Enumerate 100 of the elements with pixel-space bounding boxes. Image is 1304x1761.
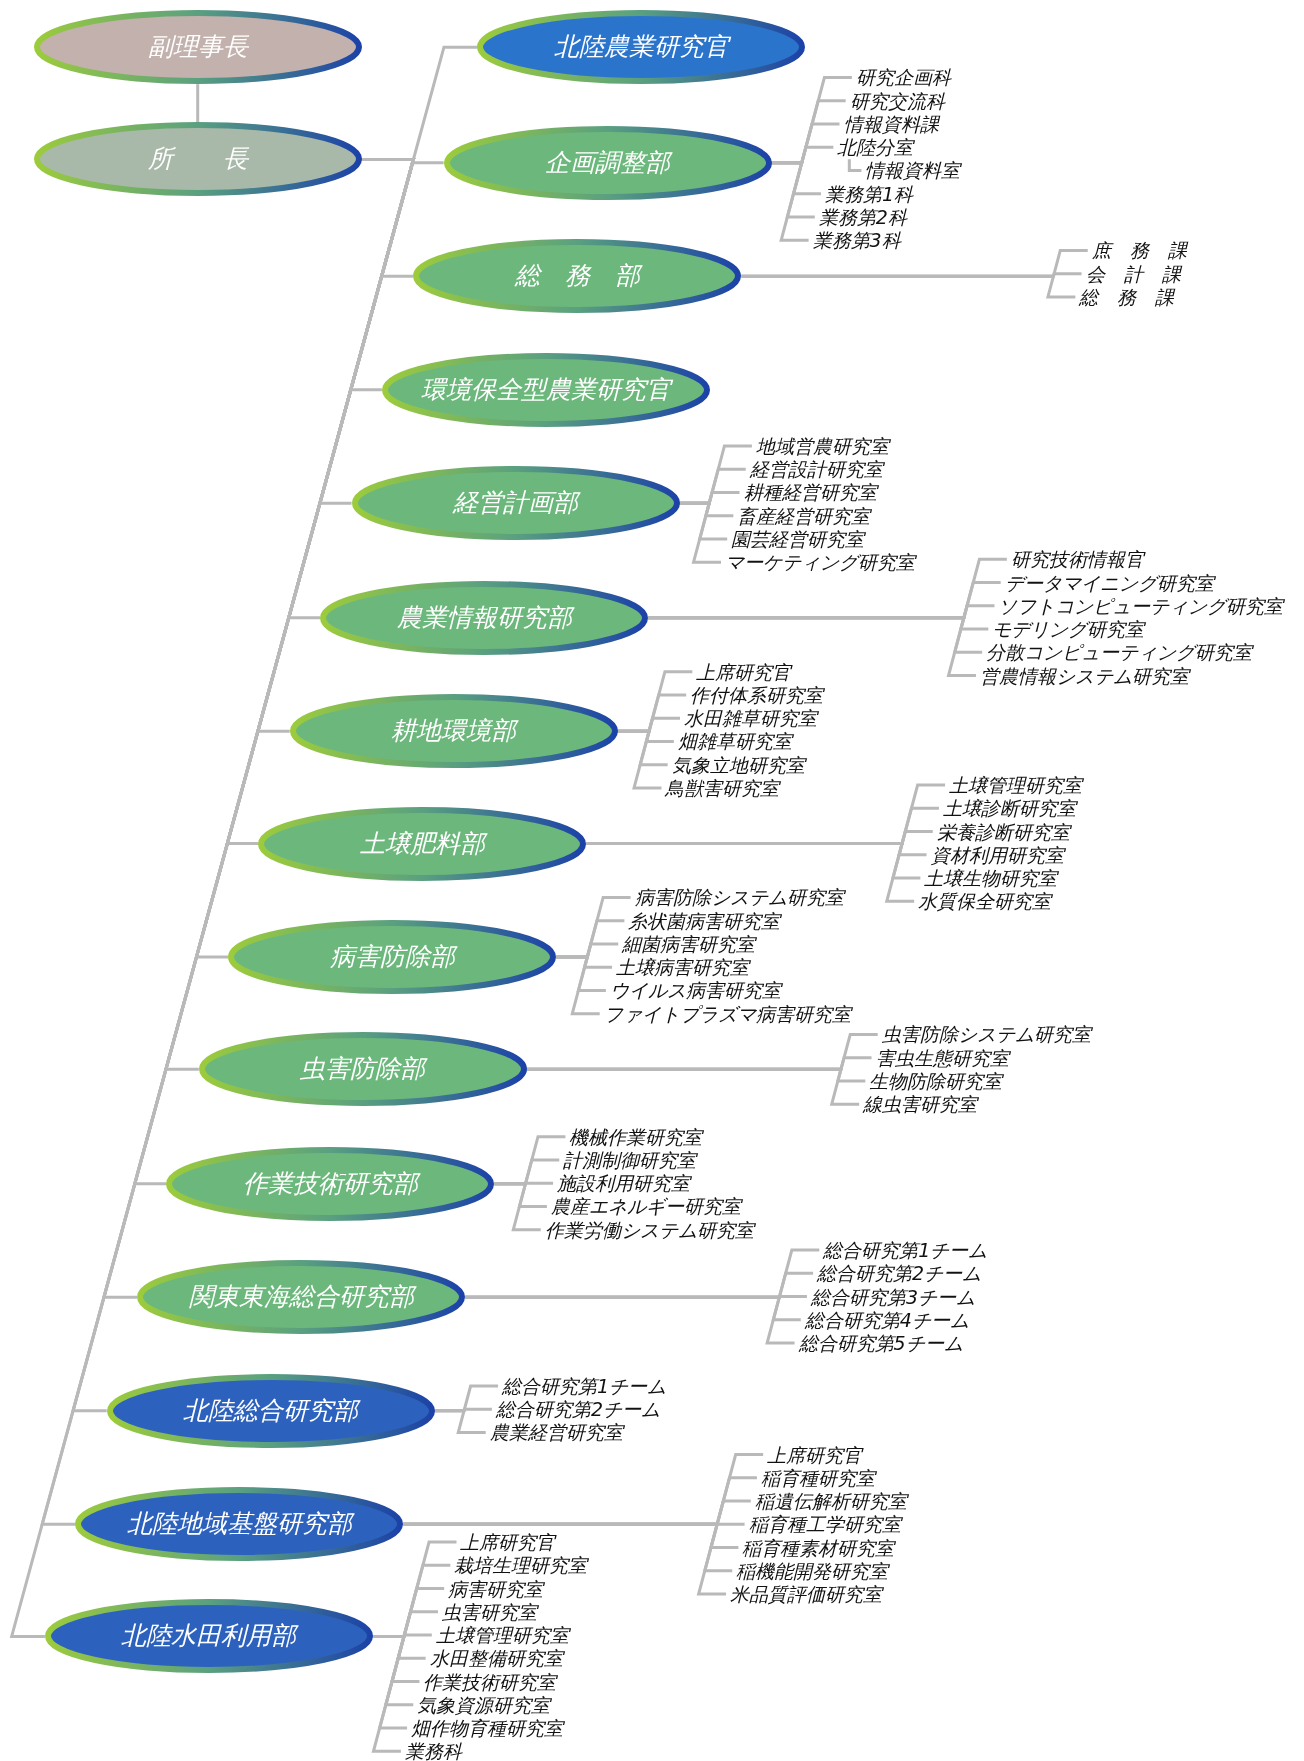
section-label: 業務第2科 xyxy=(818,205,907,229)
section-label: 土壌管理研究室 xyxy=(435,1623,569,1648)
section-label: 施設利用研究室 xyxy=(557,1171,691,1196)
section-label: 細菌病害研究室 xyxy=(622,931,756,956)
section-label: 土壌病害研究室 xyxy=(616,955,750,980)
section-label: 稲機能開発研究室 xyxy=(736,1558,889,1583)
section-label: マーケティング研究室 xyxy=(725,550,915,575)
section-label: 会 計 課 xyxy=(1085,261,1181,286)
section-label: 作付体系研究室 xyxy=(690,682,824,707)
section-label: 総合研究第4チーム xyxy=(804,1307,969,1332)
section-label: 情報資料室 xyxy=(865,158,961,183)
section-label: 総 務 課 xyxy=(1079,284,1175,309)
section-label: 分散コンピューティング研究室 xyxy=(986,640,1253,665)
section-label: 作業技術研究室 xyxy=(423,1669,557,1694)
section-label: 北陸分室 xyxy=(837,135,914,160)
section-label: 糸状菌病害研究室 xyxy=(628,908,781,933)
section-label: 農産エネルギー研究室 xyxy=(550,1194,741,1219)
section-label: 総合研究第1チーム xyxy=(502,1374,667,1398)
section-label: 機械作業研究室 xyxy=(569,1124,703,1149)
section-label: 気象立地研究室 xyxy=(671,752,805,777)
section-label: 稲育種研究室 xyxy=(760,1465,875,1490)
section-label: 土壌管理研究室 xyxy=(949,773,1083,798)
section-label: 計測制御研究室 xyxy=(563,1147,697,1172)
unit-name: 農業情報研究部 xyxy=(320,602,649,633)
section-label: ファイトプラズマ病害研究室 xyxy=(603,1001,851,1026)
section-label: 農業経営研究室 xyxy=(489,1420,623,1445)
connector-line xyxy=(847,159,862,172)
connector-line xyxy=(617,729,662,790)
section-label: データマイニング研究室 xyxy=(1004,570,1214,595)
connector-line xyxy=(741,274,1076,299)
unit-name: 所 長 xyxy=(146,144,250,175)
section-label: 虫害防除システム研究室 xyxy=(881,1022,1091,1047)
section-label: 研究交流科 xyxy=(849,88,945,113)
connector-line xyxy=(648,616,976,678)
section-label: 栄養診断研究室 xyxy=(936,819,1070,844)
connector-line xyxy=(586,842,915,903)
section-label: 庶 務 課 xyxy=(1091,238,1187,263)
connector-line xyxy=(556,955,600,1016)
section-label: ソフトコンピューティング研究室 xyxy=(998,593,1284,618)
section-label: 虫害研究室 xyxy=(441,1599,537,1624)
unit-name: 土壌肥料部 xyxy=(258,828,587,859)
section-label: 気象資源研究室 xyxy=(417,1692,551,1717)
section-label: 畑作物育種研究室 xyxy=(411,1716,564,1741)
section-label: 経営設計研究室 xyxy=(749,457,883,482)
section-label: 土壌生物研究室 xyxy=(924,866,1058,891)
connector-line xyxy=(403,1522,727,1596)
section-label: 稲育種素材研究室 xyxy=(742,1535,895,1560)
unit-name: 副理事長 xyxy=(146,32,250,63)
section-label: 上席研究官 xyxy=(460,1530,556,1555)
unit-name: 関東東海総合研究部 xyxy=(137,1282,465,1313)
section-label: 水田雑草研究室 xyxy=(684,706,817,731)
unit-name: 北陸地域基盤研究部 xyxy=(75,1509,404,1540)
section-label: 作業労働システム研究室 xyxy=(544,1217,754,1242)
section-label: 業務第3科 xyxy=(812,228,901,253)
section-label: 上席研究官 xyxy=(696,659,792,684)
section-label: 営農情報システム研究室 xyxy=(979,663,1189,688)
section-label: 園芸経営研究室 xyxy=(731,526,865,551)
section-label: 畜産経営研究室 xyxy=(737,503,871,528)
section-label: 水質保全研究室 xyxy=(918,889,1052,914)
connector-line xyxy=(526,1067,860,1106)
section-label: モデリング研究室 xyxy=(992,617,1145,642)
connector-line xyxy=(771,161,809,242)
section-label: 情報資料課 xyxy=(843,112,939,136)
section-label: 鳥獣害研究室 xyxy=(665,775,780,800)
connector-line xyxy=(465,1295,795,1345)
section-label: 稲遺伝解析研究室 xyxy=(754,1489,907,1513)
section-label: 地域営農研究室 xyxy=(755,433,889,458)
unit-name: 経営計画部 xyxy=(451,488,582,519)
connector-line xyxy=(679,501,721,564)
section-label: 稲育種工学研究室 xyxy=(748,1512,901,1537)
section-label: 栽培生理研究室 xyxy=(454,1553,588,1578)
unit-name: 企画調整部 xyxy=(544,147,674,178)
section-label: ウイルス病害研究室 xyxy=(609,978,781,1003)
section-label: 総合研究第2チーム xyxy=(495,1397,660,1422)
section-label: 耕種経営研究室 xyxy=(743,480,877,505)
section-label: 米品質評価研究室 xyxy=(730,1582,883,1606)
section-label: 総合研究第1チーム xyxy=(823,1238,988,1263)
connector-line xyxy=(196,84,200,123)
section-label: 業務科 xyxy=(404,1739,462,1761)
section-label: 研究企画科 xyxy=(855,65,951,90)
section-label: 総合研究第5チーム xyxy=(798,1331,963,1356)
unit-name: 北陸水田利用部 xyxy=(120,1621,300,1652)
unit-name: 虫害防除部 xyxy=(299,1054,429,1085)
unit-name: 耕地環境部 xyxy=(390,716,520,747)
section-label: 上席研究官 xyxy=(767,1442,863,1467)
section-label: 生物防除研究室 xyxy=(869,1068,1003,1093)
unit-name: 作業技術研究部 xyxy=(166,1168,495,1199)
connector-line xyxy=(494,1182,541,1232)
section-label: 業務第1科 xyxy=(824,181,914,206)
section-label: 害虫生態研究室 xyxy=(875,1045,1009,1070)
unit-name: 北陸総合研究部 xyxy=(182,1395,362,1426)
connector-line xyxy=(434,1409,486,1434)
section-label: 水田整備研究室 xyxy=(429,1646,563,1671)
section-label: 畑雑草研究室 xyxy=(677,729,792,754)
section-label: 病害研究室 xyxy=(448,1576,544,1601)
section-label: 線虫害研究室 xyxy=(863,1092,978,1117)
unit-name: 環境保全型農業研究官 xyxy=(419,374,674,405)
section-label: 病害防除システム研究室 xyxy=(634,885,844,910)
unit-name: 北陸農業研究官 xyxy=(552,32,732,63)
section-label: 総合研究第3チーム xyxy=(810,1284,975,1309)
